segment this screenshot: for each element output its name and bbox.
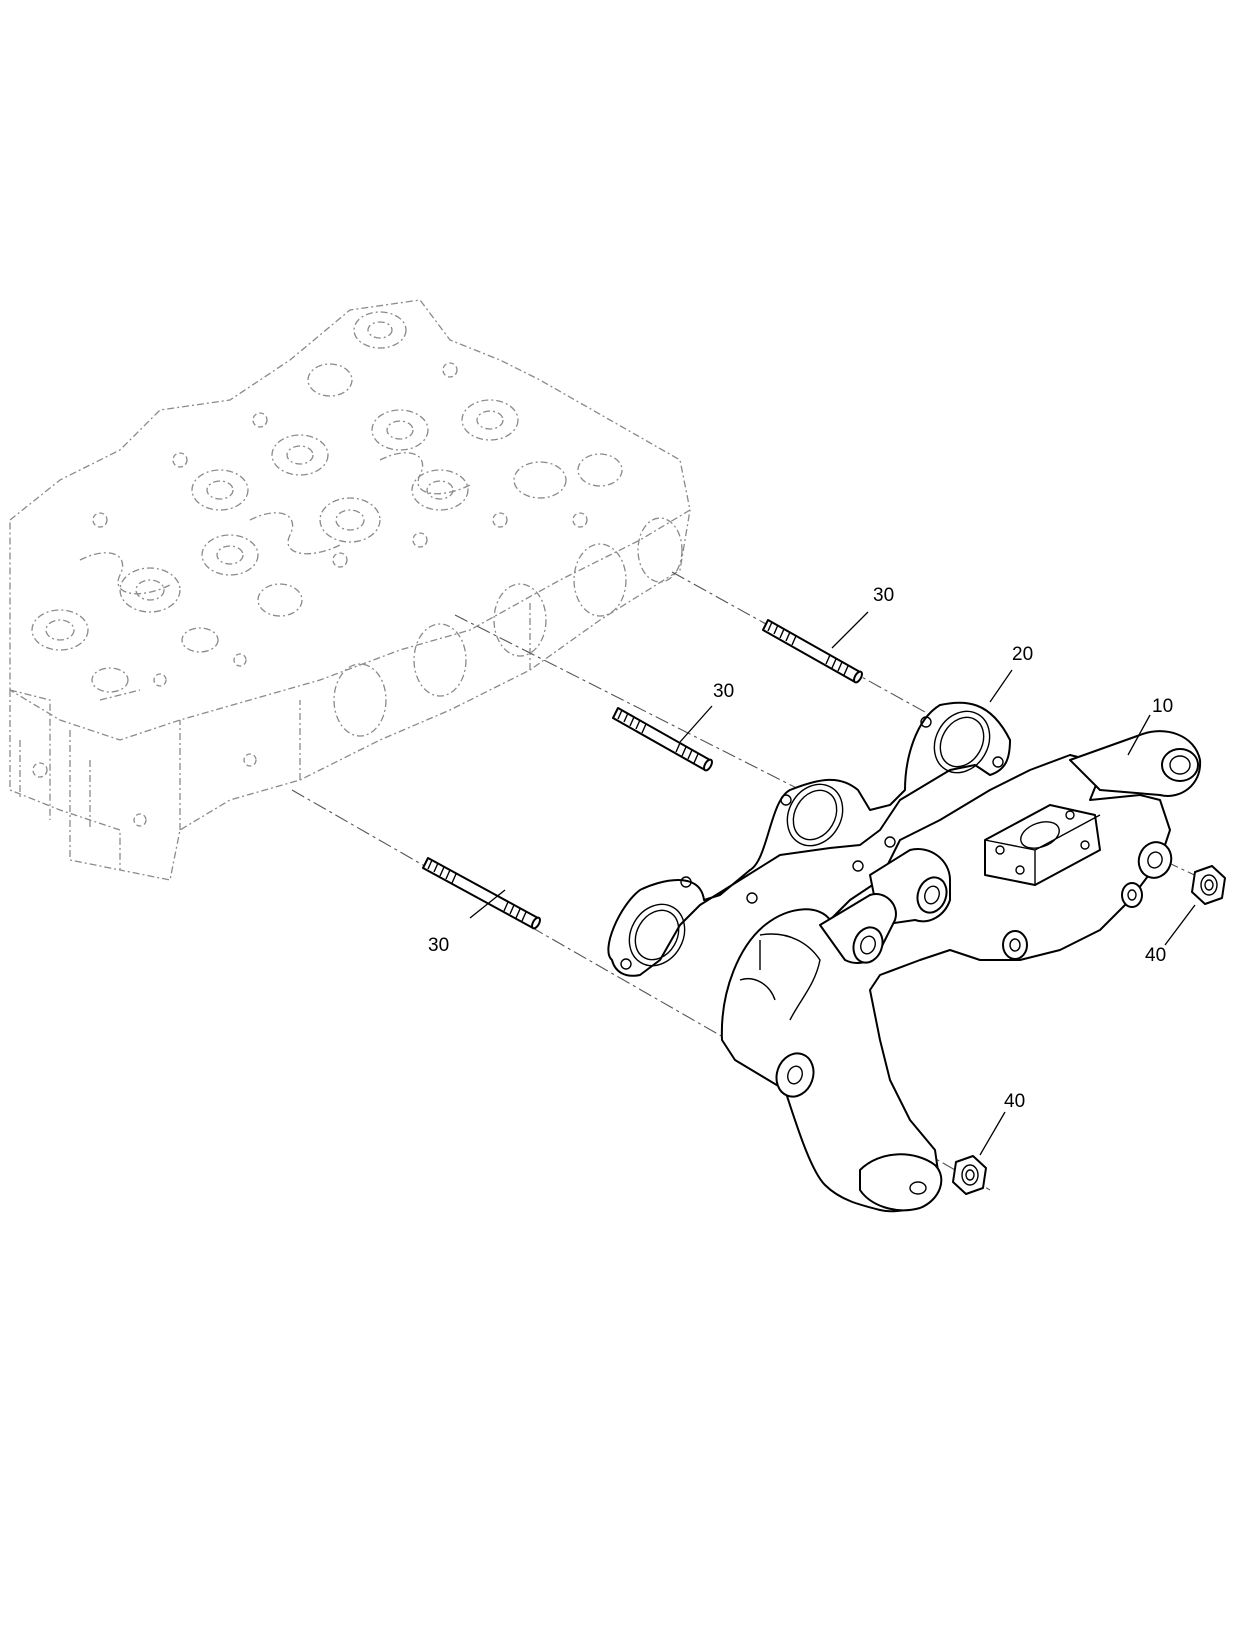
cylinder-head-ghost: [9, 299, 691, 881]
stud-middle: [612, 707, 713, 772]
gasket: [607, 701, 1011, 977]
stud-lower: [422, 857, 541, 930]
callout-stud-lower: 30: [428, 935, 449, 956]
nut-bottom: [952, 1155, 987, 1195]
exhaust-manifold: [720, 730, 1202, 1213]
stud-upper: [762, 619, 863, 684]
callout-manifold: 10: [1152, 696, 1173, 717]
callout-gasket: 20: [1012, 644, 1033, 665]
callout-stud-middle: 30: [713, 681, 734, 702]
callout-nut-bottom: 40: [1004, 1091, 1025, 1112]
leader-lines: [469, 611, 1196, 1156]
callout-nut-right: 40: [1145, 945, 1166, 966]
callout-stud-upper: 30: [873, 585, 894, 606]
nut-right: [1191, 865, 1226, 905]
